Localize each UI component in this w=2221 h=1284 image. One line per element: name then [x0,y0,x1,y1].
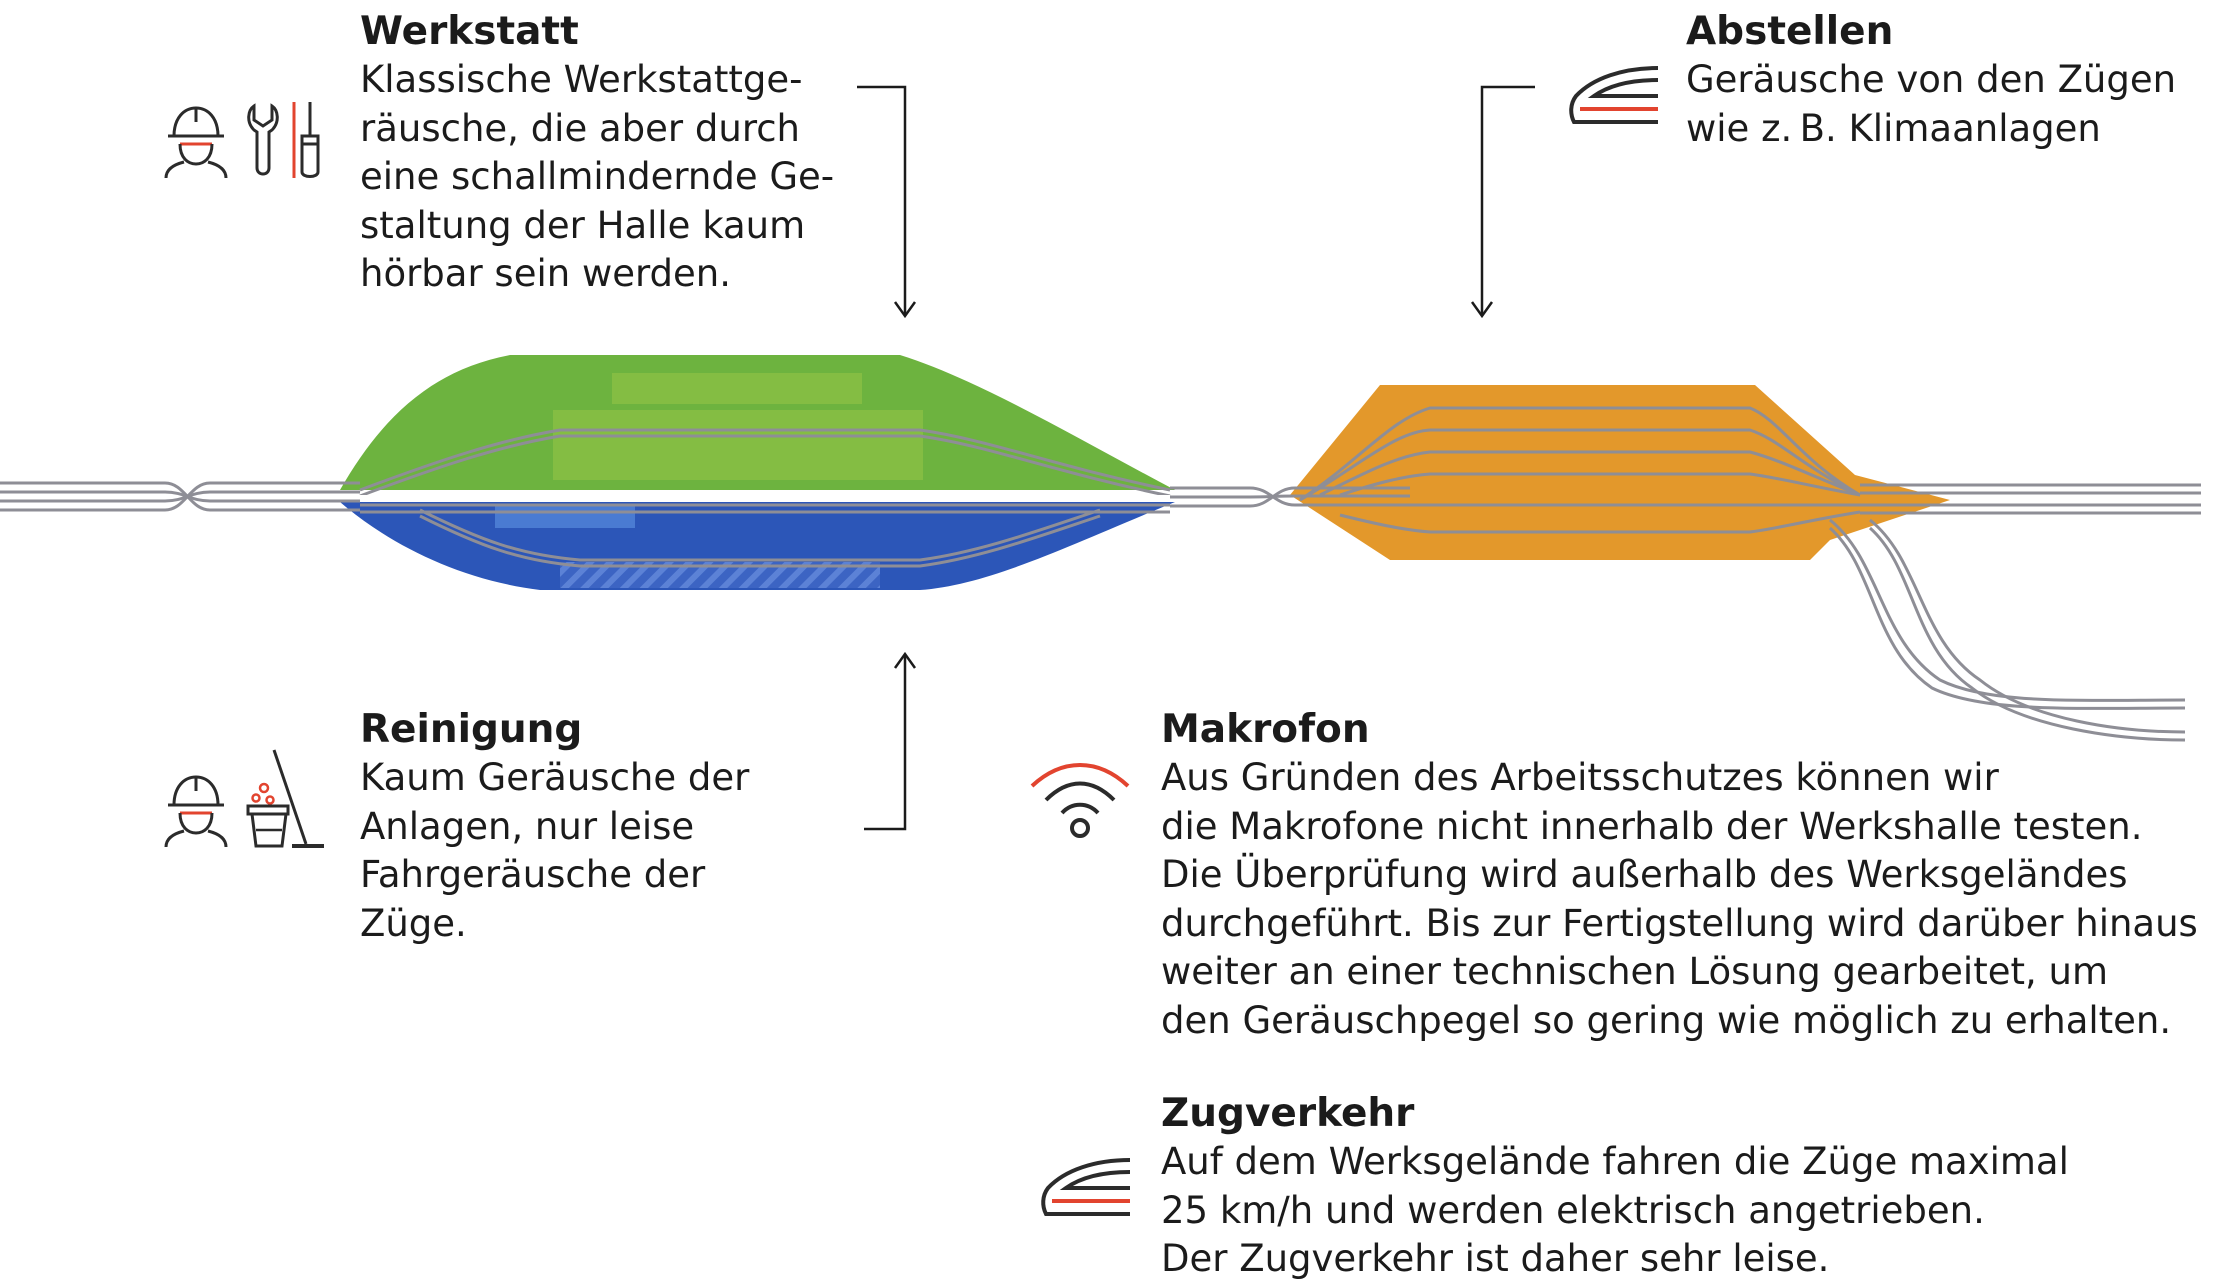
abstellen-text-line: Geräusche von den Zügen [1686,58,2177,101]
werkstatt-text-line: Klassische Werkstattge- [360,58,803,101]
abstellen-text-line: wie z. B. Klimaanlagen [1686,106,2101,150]
zugverkehr-block: Zugverkehr Auf dem Werksgelände fahren d… [1161,1090,2069,1284]
railway-tracks [0,406,2201,742]
reinigung-block: Reinigung Kaum Geräusche der Anlagen, nu… [360,706,749,948]
werkstatt-block: Werkstatt Klassische Werkstattge- räusch… [360,8,834,299]
makrofon-text-line: Die Überprüfung wird außerhalb des Werks… [1161,853,2128,896]
cleaning-bucket-mop-icon [246,749,324,848]
pointer-werkstatt [857,85,917,319]
makrofon-text-line: die Makrofone nicht innerhalb der Werksh… [1161,804,2143,848]
abstellen-title: Abstellen [1686,9,1894,54]
werkstatt-text-line: staltung der Halle kaum [360,203,806,247]
worker-helmet-icon [164,775,228,847]
makrofon-block: Makrofon Aus Gründen des Arbeitsschutzes… [1161,706,2198,1045]
pointer-reinigung [864,651,917,831]
werkstatt-text-line: hörbar sein werden. [360,252,732,295]
zugverkehr-title: Zugverkehr [1161,1091,1415,1136]
zugverkehr-text-line: Der Zugverkehr ist daher sehr leise. [1161,1237,1830,1280]
screwdriver-icon [292,102,320,178]
sound-wave-icon [1030,763,1130,838]
makrofon-text-line: weiter an einer technischen Lösung gearb… [1161,950,2108,993]
worker-helmet-icon [164,106,228,178]
zugverkehr-text-line: 25 km/h und werden elektrisch angetriebe… [1161,1188,1985,1232]
reinigung-text-line: Züge. [360,901,467,945]
werkstatt-hall-roof-main [553,410,923,480]
makrofon-text-line: den Geräuschpegel so gering wie möglich … [1161,998,2172,1042]
werkstatt-hall-roof-upper [612,373,862,404]
werkstatt-title: Werkstatt [360,9,579,54]
reinigung-title: Reinigung [360,707,583,752]
train-icon [1569,66,1659,124]
makrofon-text-line: Aus Gründen des Arbeitsschutzes können w… [1161,756,1999,799]
reinigung-hall-roof [495,506,635,528]
reinigung-text-line: Kaum Geräusche der [360,756,750,799]
werkstatt-text-line: eine schallmindernde Ge- [360,155,835,198]
train-icon [1041,1158,1131,1216]
abstellen-block: Abstellen Geräusche von den Zügen wie z.… [1686,8,2176,153]
wrench-icon [247,103,279,176]
pointer-abstellen [1470,85,1535,319]
makrofon-title: Makrofon [1161,707,1370,752]
reinigung-text-line: Anlagen, nur leise [360,804,695,848]
reinigung-text-line: Fahrgeräusche der [360,853,706,896]
makrofon-text-line: durchgeführt. Bis zur Fertigstellung wir… [1161,901,2198,945]
werkstatt-text-line: räusche, die aber durch [360,106,801,150]
zugverkehr-text-line: Auf dem Werksgelände fahren die Züge max… [1161,1140,2069,1183]
